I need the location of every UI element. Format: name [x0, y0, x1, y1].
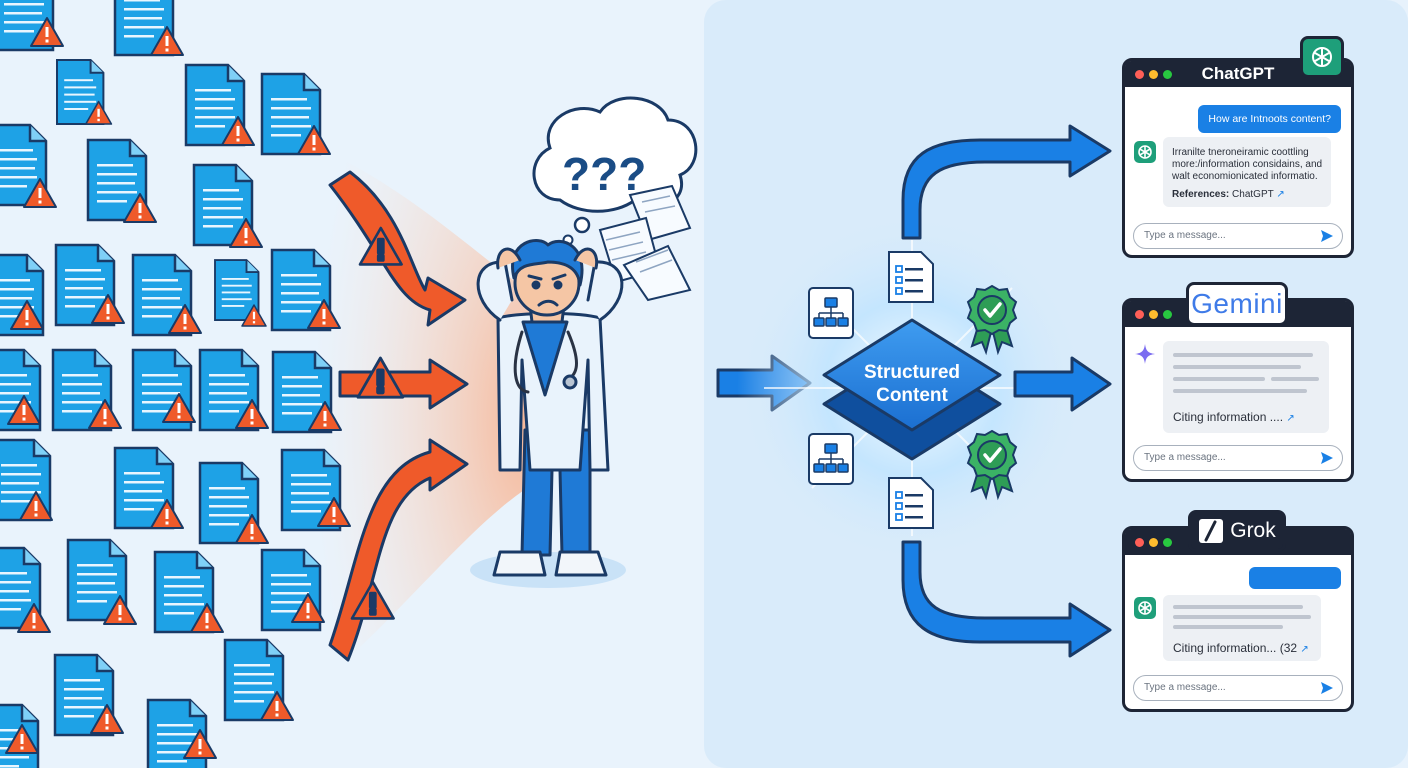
chatgpt-message-input[interactable]: Type a message...	[1133, 223, 1343, 249]
openai-logo-icon	[1312, 47, 1332, 67]
thought-question-marks: ???	[562, 148, 646, 200]
gemini-text-line	[1173, 389, 1307, 393]
hierarchy-doc-icon-bottom	[808, 433, 854, 485]
structured-content-block	[822, 318, 1002, 461]
gemini-citation-text: Citing information ....	[1173, 410, 1284, 424]
chatgpt-input-placeholder: Type a message...	[1144, 230, 1226, 241]
gemini-sparkle-icon	[1135, 344, 1155, 364]
glow-rays	[764, 240, 1060, 536]
gemini-citation[interactable]: Citing information .... ↗	[1173, 410, 1295, 424]
external-link-icon[interactable]: ↗	[1286, 413, 1295, 424]
send-icon[interactable]	[1320, 681, 1334, 695]
external-link-icon[interactable]: ↗	[1276, 189, 1285, 200]
grok-window: Citing information... (32 ↗ Type a messa…	[1122, 526, 1354, 712]
grok-citation-text: Citing information... (32	[1173, 641, 1298, 655]
grok-answer-bubble: Citing information... (32 ↗	[1163, 595, 1321, 661]
gemini-text-line	[1173, 365, 1301, 369]
maximize-dot-icon[interactable]	[1163, 538, 1172, 547]
close-dot-icon[interactable]	[1135, 538, 1144, 547]
confused-doctor	[470, 239, 626, 588]
chatgpt-title: ChatGPT	[1201, 64, 1275, 83]
grok-user-message	[1249, 567, 1341, 589]
gemini-answer-bubble: Citing information .... ↗	[1163, 341, 1329, 433]
minimize-dot-icon[interactable]	[1149, 310, 1158, 319]
chatgpt-answer-bubble: Irranilte tneroneiramic coottling more:/…	[1163, 137, 1331, 207]
hierarchy-doc-icon-top	[808, 287, 854, 339]
send-icon[interactable]	[1320, 229, 1334, 243]
warning-arrows	[328, 170, 469, 662]
minimize-dot-icon[interactable]	[1149, 70, 1158, 79]
chatgpt-user-message: How are Intnoots content?	[1198, 105, 1341, 133]
maximize-dot-icon[interactable]	[1163, 70, 1172, 79]
output-arrows	[901, 124, 1112, 658]
chatgpt-answer-line-2: more:/information considains, and	[1172, 159, 1323, 170]
gemini-window: Citing information .... ↗ Type a message…	[1122, 298, 1354, 482]
close-dot-icon[interactable]	[1135, 70, 1144, 79]
openai-avatar-icon	[1134, 141, 1156, 163]
grok-logo-text: Grok	[1230, 519, 1276, 542]
close-dot-icon[interactable]	[1135, 310, 1144, 319]
gemini-text-line	[1173, 377, 1265, 381]
send-icon[interactable]	[1320, 451, 1334, 465]
gemini-logo-box: Gemini	[1186, 282, 1288, 326]
chatgpt-answer-line-3: walt economionicated informatio.	[1172, 171, 1318, 182]
gemini-text-line	[1271, 377, 1319, 381]
checklist-doc-icon-top	[888, 251, 934, 303]
structured-label-line1: Structured	[864, 362, 960, 383]
grok-message-input[interactable]: Type a message...	[1133, 675, 1343, 701]
gemini-text-line	[1173, 353, 1313, 357]
grok-text-line	[1173, 625, 1283, 629]
grok-input-placeholder: Type a message...	[1144, 682, 1226, 693]
chatgpt-references[interactable]: References: ChatGPT ↗	[1172, 189, 1285, 200]
grok-logo-box: Grok	[1188, 510, 1286, 552]
openai-avatar-icon	[1134, 597, 1156, 619]
gemini-logo-text: Gemini	[1191, 288, 1283, 319]
grok-text-line	[1173, 605, 1303, 609]
chatgpt-answer-line-1: Irranilte tneroneiramic coottling	[1172, 147, 1309, 158]
checklist-doc-icon-bottom	[888, 477, 934, 529]
references-label: References:	[1172, 189, 1230, 200]
grok-slash-icon	[1199, 519, 1224, 543]
external-link-icon[interactable]: ↗	[1300, 644, 1309, 655]
maximize-dot-icon[interactable]	[1163, 310, 1172, 319]
structured-label-line2: Content	[876, 385, 948, 406]
references-value: ChatGPT	[1232, 189, 1274, 200]
grok-text-line	[1173, 615, 1311, 619]
gemini-input-placeholder: Type a message...	[1144, 452, 1226, 463]
grok-citation[interactable]: Citing information... (32 ↗	[1173, 641, 1309, 655]
minimize-dot-icon[interactable]	[1149, 538, 1158, 547]
gemini-message-input[interactable]: Type a message...	[1133, 445, 1343, 471]
chatgpt-logo-box	[1300, 36, 1344, 78]
chatgpt-window: ChatGPT How are Intnoots content? Irrani…	[1122, 58, 1354, 258]
